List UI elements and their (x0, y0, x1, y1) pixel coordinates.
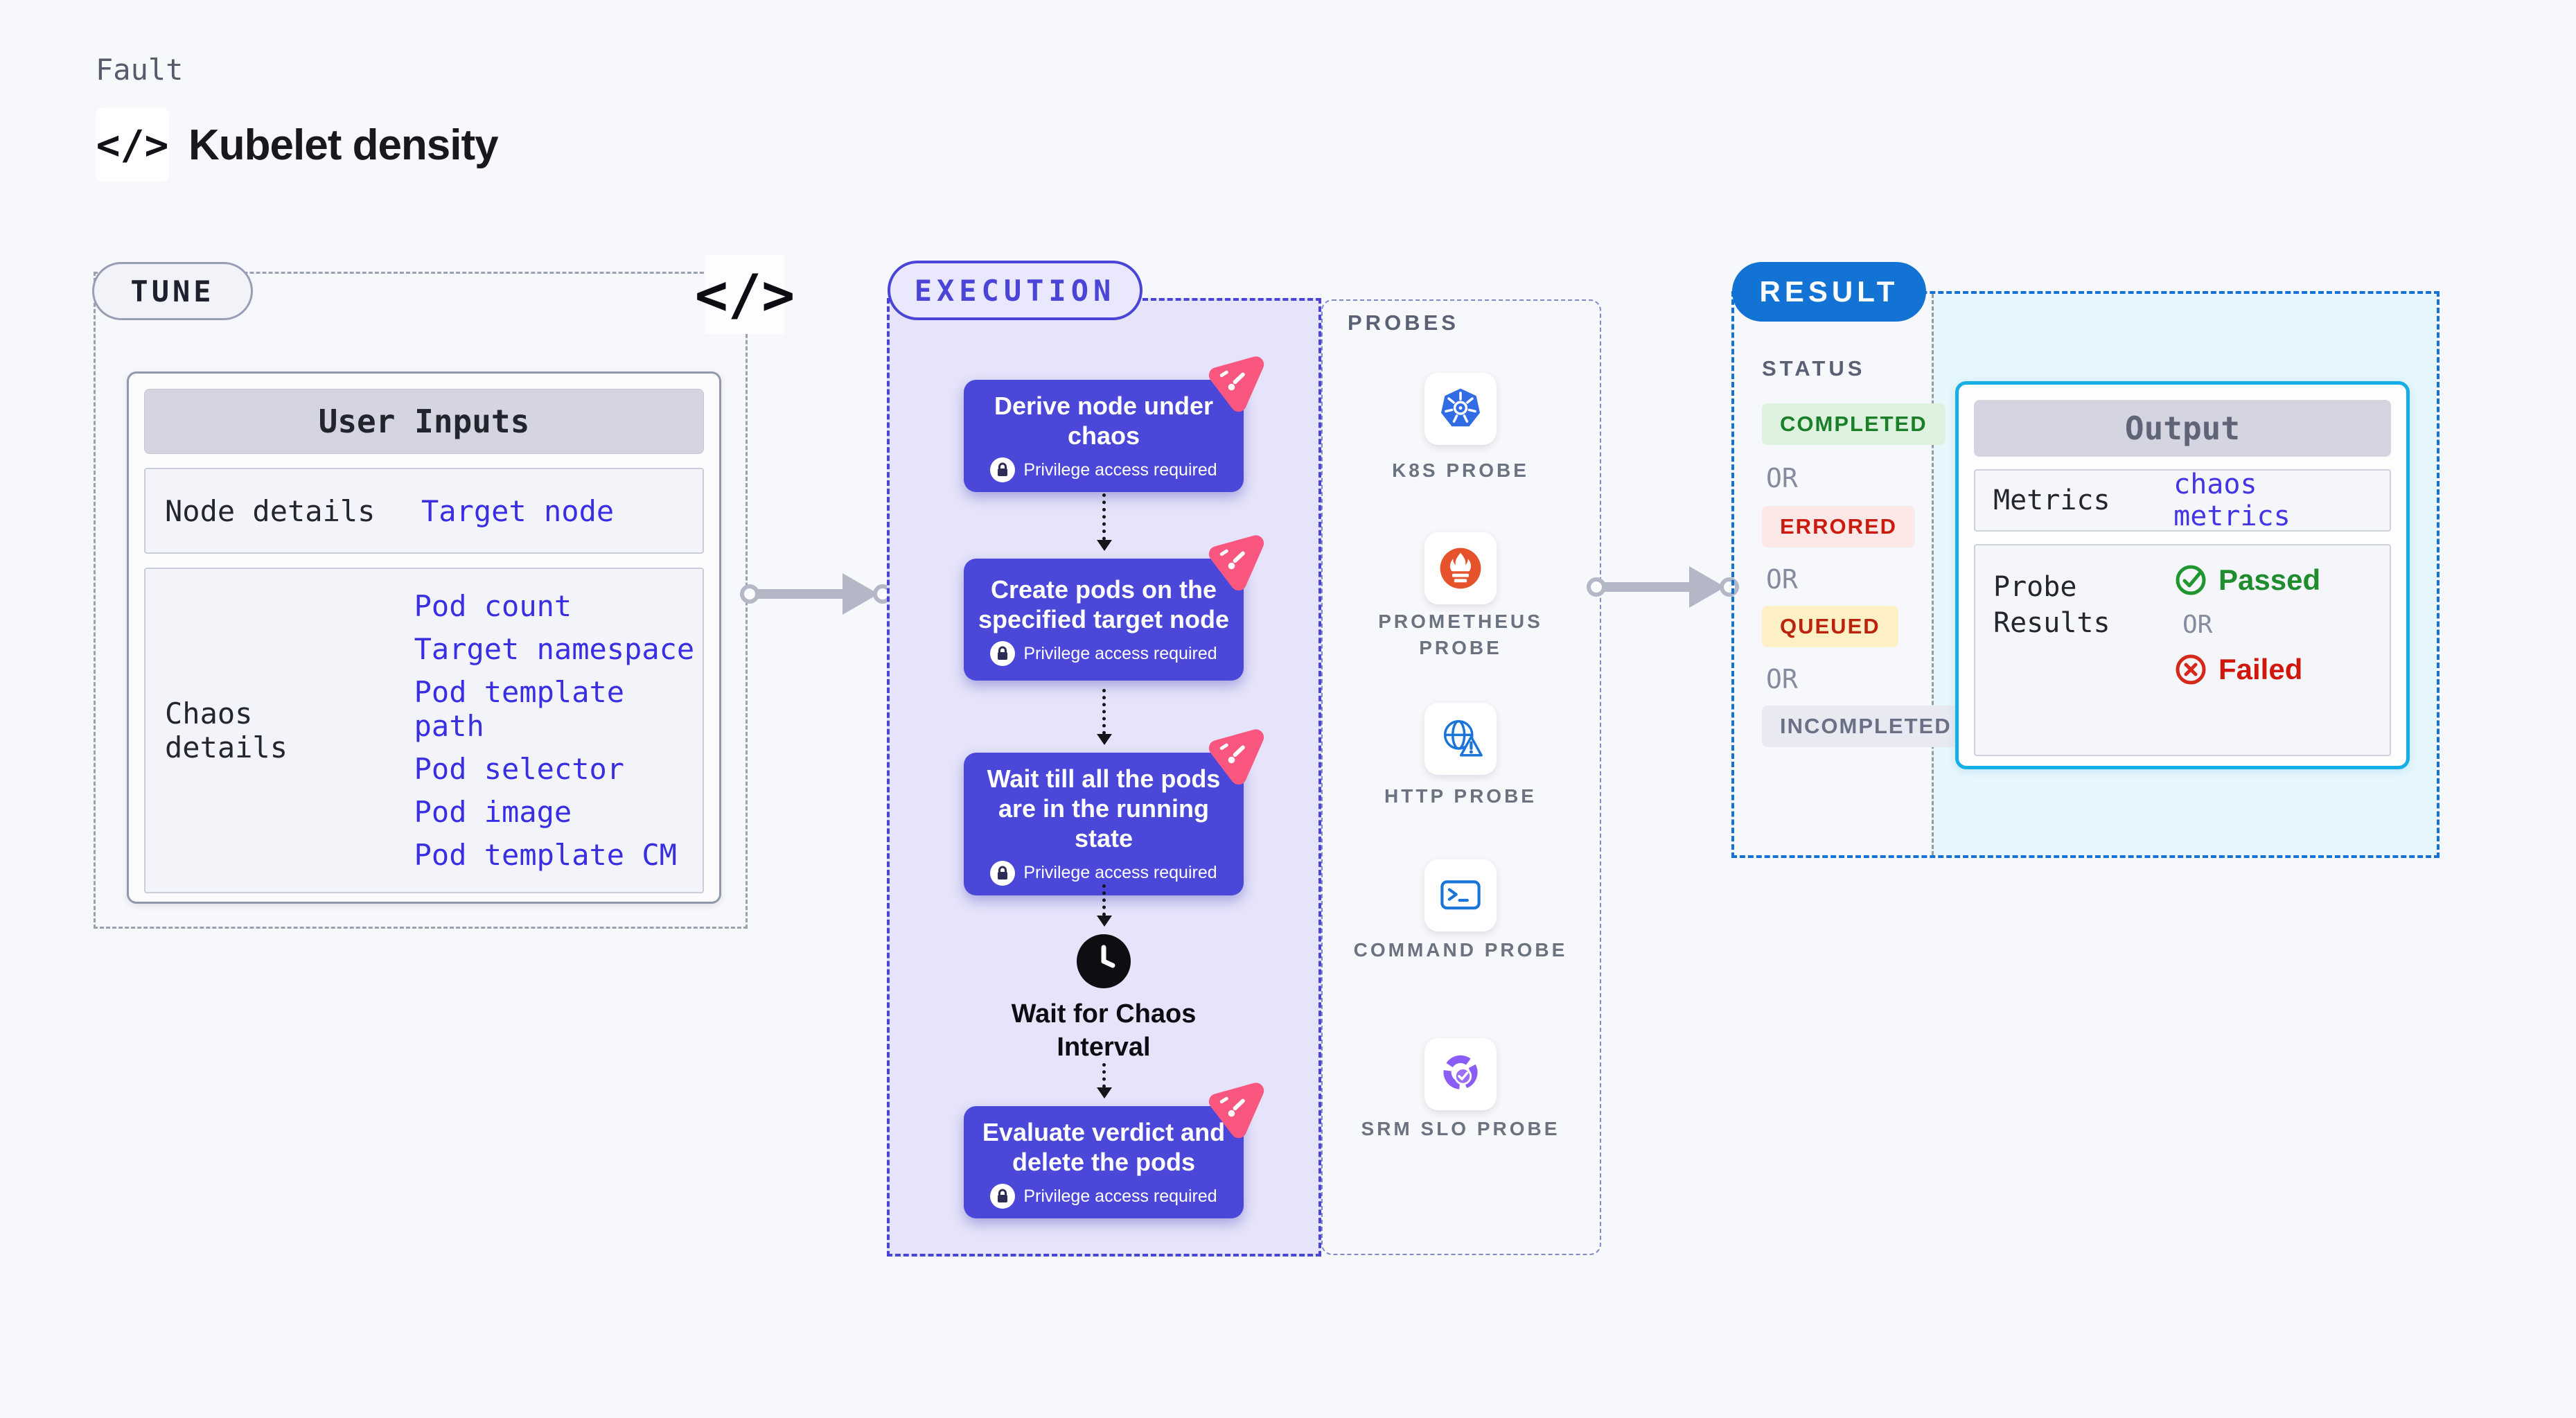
prometheus-probe-label: PROMETHEUS PROBE (1378, 611, 1543, 658)
privilege-note: Privilege access required (990, 641, 1217, 667)
lock-icon (990, 1184, 1016, 1209)
step-derive-node: Derive node under chaos Privilege access… (964, 356, 1264, 493)
metrics-label: Metrics (1993, 484, 2110, 516)
probe-results-values: Passed OR Failed (2149, 545, 2320, 755)
status-errored-badge: ERRORED (1762, 506, 1916, 548)
user-inputs-card: User Inputs Node details Target node Cha… (127, 371, 721, 904)
srm-slo-probe-label: SRM SLO PROBE (1361, 1118, 1560, 1139)
http-probe-tile (1424, 703, 1497, 775)
lock-icon (990, 641, 1016, 667)
tune-to-execution-arrow (740, 573, 892, 615)
target-namespace-link[interactable]: Target namespace (414, 631, 695, 666)
execution-badge: EXECUTION (888, 261, 1143, 320)
probes-label: PROBES (1348, 310, 1459, 335)
step-title: Evaluate verdict and delete the pods (982, 1118, 1226, 1177)
terminal-icon (1440, 880, 1481, 910)
chaos-step-icon (1208, 535, 1264, 591)
privilege-note-text: Privilege access required (1023, 1186, 1217, 1206)
tune-code-icon: </> (695, 255, 795, 334)
result-section-box (1731, 291, 2440, 858)
flow-arrow (1097, 493, 1112, 551)
status-queued-badge: QUEUED (1762, 606, 1898, 647)
chaos-details-row: Chaos details Pod count Target namespace… (144, 568, 704, 893)
step-create-pods: Create pods on the specified target node… (964, 535, 1264, 681)
node-details-row: Node details Target node (144, 468, 704, 554)
result-badge: RESULT (1732, 262, 1926, 322)
privilege-note-text: Privilege access required (1023, 863, 1217, 883)
privilege-note: Privilege access required (990, 860, 1217, 886)
lock-icon (990, 860, 1016, 886)
privilege-note: Privilege access required (990, 1184, 1217, 1209)
node-details-label: Node details (165, 493, 376, 528)
pod-selector-link[interactable]: Pod selector (414, 752, 625, 787)
chaos-step-icon (1208, 356, 1264, 412)
k8s-probe-tile (1424, 373, 1497, 445)
kubernetes-icon (1441, 388, 1480, 427)
failed-x-icon (2176, 654, 2206, 685)
flow-arrow (1097, 1063, 1112, 1098)
tune-badge: TUNE (92, 262, 253, 320)
clock-icon (1077, 934, 1131, 988)
or-separator: OR (1766, 463, 1798, 493)
passed-text: Passed (2218, 563, 2321, 596)
execution-to-result-arrow (1587, 566, 1739, 608)
chaos-step-icon (1208, 729, 1264, 785)
or-separator: OR (2182, 611, 2213, 639)
failed-row: Failed (2174, 653, 2320, 686)
probe-results-row: Probe Results Passed OR Faile (1974, 544, 2391, 756)
command-probe-tile (1424, 859, 1497, 931)
step-wait-pods-running: Wait till all the pods are in the runnin… (964, 729, 1264, 895)
output-header: Output (1974, 400, 2391, 457)
pod-template-cm-link[interactable]: Pod template CM (414, 838, 677, 873)
result-divider (1932, 294, 1934, 855)
output-card: Output Metrics chaos metrics Probe Resul… (1955, 381, 2410, 769)
user-inputs-header: User Inputs (144, 389, 704, 454)
chaos-links-list: Pod count Target namespace Pod template … (387, 569, 703, 892)
failed-text: Failed (2218, 653, 2303, 685)
metrics-row: Metrics chaos metrics (1974, 469, 2391, 532)
srm-slo-probe-tile (1424, 1038, 1497, 1110)
chaos-step-icon (1208, 1083, 1264, 1139)
passed-check-icon (2176, 565, 2206, 595)
status-completed-badge: COMPLETED (1762, 403, 1946, 445)
flow-arrow (1097, 689, 1112, 745)
passed-row: Passed (2174, 563, 2320, 597)
fault-eyebrow: Fault (96, 53, 184, 87)
step-title: Wait till all the pods are in the runnin… (987, 764, 1221, 853)
privilege-note-text: Privilege access required (1023, 459, 1217, 480)
prometheus-probe-tile (1424, 532, 1497, 604)
lock-icon (990, 457, 1016, 483)
page-title: Kubelet density (188, 121, 499, 169)
chaos-metrics-link[interactable]: chaos metrics (2173, 469, 2291, 532)
globe-warning-icon (1443, 720, 1483, 757)
prometheus-icon (1440, 548, 1481, 589)
pod-count-link[interactable]: Pod count (414, 588, 572, 623)
pod-image-link[interactable]: Pod image (414, 795, 572, 830)
code-icon: </> (96, 108, 169, 182)
target-node-link[interactable]: Target node (421, 493, 615, 528)
flow-arrow (1097, 884, 1112, 927)
or-separator: OR (1766, 664, 1798, 694)
privilege-note-text: Privilege access required (1023, 643, 1217, 663)
step-title: Derive node under chaos (994, 392, 1214, 450)
pod-template-path-link[interactable]: Pod template path (414, 674, 625, 743)
privilege-note: Privilege access required (990, 457, 1217, 483)
step-evaluate-verdict: Evaluate verdict and delete the pods Pri… (964, 1083, 1264, 1219)
wait-chaos-interval-label: Wait for Chaos Interval (1011, 999, 1197, 1062)
or-separator: OR (1766, 564, 1798, 595)
http-probe-label: HTTP PROBE (1384, 785, 1537, 807)
chaos-details-label: Chaos details (165, 697, 288, 764)
status-label: STATUS (1762, 356, 1866, 380)
probes-section-box (1321, 299, 1601, 1255)
step-title: Create pods on the specified target node (978, 575, 1230, 633)
slo-pie-check-icon (1443, 1055, 1478, 1089)
command-probe-label: COMMAND PROBE (1353, 939, 1568, 961)
k8s-probe-label: K8S PROBE (1392, 459, 1529, 481)
probe-results-label: Probe Results (1993, 571, 2110, 639)
status-incompleted-badge: INCOMPLETED (1762, 706, 1970, 747)
